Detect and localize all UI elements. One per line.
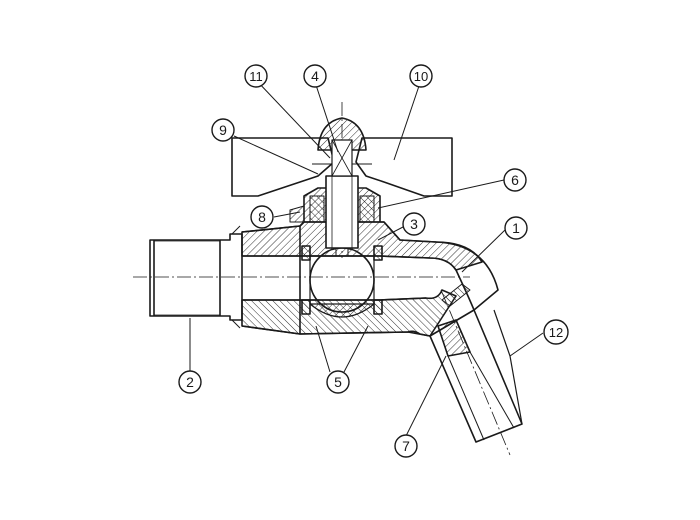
svg-text:12: 12 — [549, 325, 563, 340]
callout-7: 7 — [394, 434, 418, 458]
callout-11: 11 — [244, 64, 268, 88]
ball — [309, 247, 375, 318]
svg-text:2: 2 — [186, 374, 194, 390]
callout-9: 9 — [211, 118, 235, 142]
seal-rings — [301, 245, 383, 315]
callout-1: 1 — [504, 216, 528, 240]
svg-text:10: 10 — [414, 69, 428, 84]
svg-text:4: 4 — [311, 68, 319, 84]
svg-text:6: 6 — [511, 172, 519, 188]
svg-text:3: 3 — [410, 216, 418, 232]
valve-body-outline — [241, 221, 499, 337]
svg-text:7: 7 — [402, 438, 410, 454]
callout-12: 12 — [543, 319, 569, 345]
callout-4: 4 — [303, 64, 327, 88]
svg-text:9: 9 — [219, 122, 227, 138]
spout-outlet — [429, 269, 523, 443]
svg-text:11: 11 — [249, 69, 263, 84]
center-lines — [133, 102, 511, 456]
stem-assembly — [289, 175, 381, 257]
valve-body-hatched — [241, 221, 483, 337]
callout-10: 10 — [409, 64, 433, 88]
svg-text:1: 1 — [512, 220, 520, 236]
callout-8: 8 — [250, 205, 274, 229]
svg-text:5: 5 — [334, 374, 342, 390]
svg-text:8: 8 — [258, 209, 266, 225]
callout-5: 5 — [326, 370, 350, 394]
top-nut — [317, 117, 367, 177]
callout-3: 3 — [402, 212, 426, 236]
callout-2: 2 — [178, 370, 202, 394]
leader-lines — [189, 79, 544, 437]
callout-6: 6 — [503, 168, 527, 192]
